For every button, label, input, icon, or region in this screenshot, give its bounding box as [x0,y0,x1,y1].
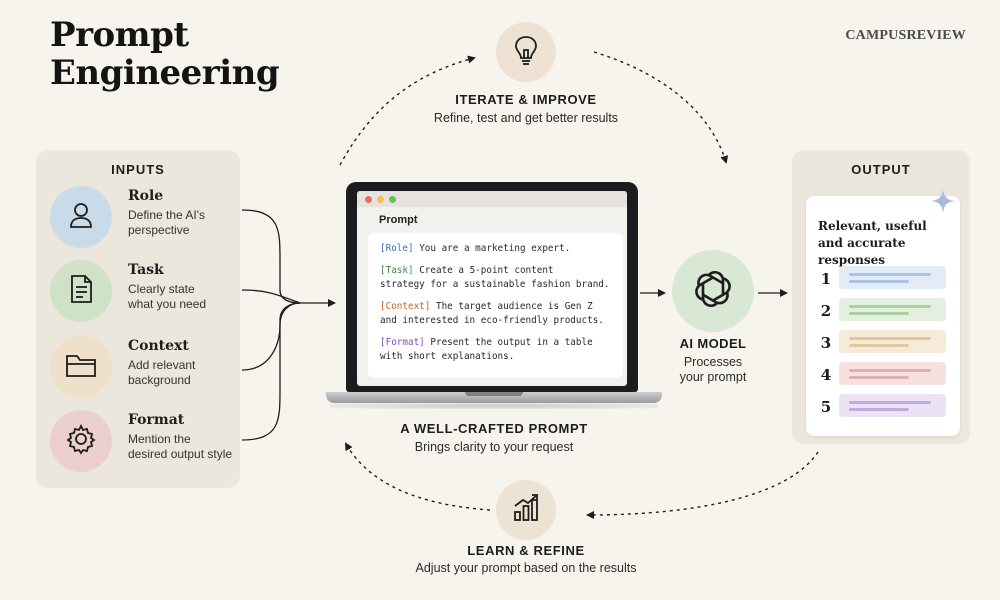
output-item-number: 5 [820,398,832,416]
prompt-line: [Role] You are a marketing expert. [380,243,571,254]
laptop-notch [465,392,523,396]
ai-model-circle [672,250,754,332]
connector-role [241,209,301,304]
gear-icon [65,423,97,460]
window-titlebar [357,191,627,207]
learn-subtitle: Adjust your prompt based on the results [415,561,637,575]
output-item-number: 1 [820,270,832,288]
context-icon-circle [50,336,112,398]
iterate-arrow-right [593,51,729,164]
laptop-subtitle: Brings clarity to your request [414,440,574,454]
minimize-dot-icon [377,196,384,203]
input-context-name: Context [128,338,189,354]
output-item-bar [839,330,946,353]
iterate-circle [496,22,556,82]
connector-task [241,289,301,304]
role-icon-circle [50,186,112,248]
prompt-line: and interested in eco-friendly products. [380,315,604,326]
task-icon-circle [50,260,112,322]
laptop-screen: Prompt [Role] You are a marketing expert… [357,191,627,386]
prompt-card: [Role] You are a marketing expert. [Task… [368,233,623,378]
sparkle-icon [931,189,955,213]
prompt-line: [Format] Present the output in a table [380,337,593,348]
iterate-subtitle: Refine, test and get better results [433,111,619,125]
bar-chart-icon [511,493,541,528]
input-task-name: Task [128,262,164,278]
prompt-label: Prompt [379,214,418,226]
output-item-number: 4 [820,366,832,384]
iterate-heading: ITERATE & IMPROVE [455,92,597,107]
title-line-2: Engineering [50,53,280,93]
learn-circle [496,480,556,540]
title-line-1: Prompt [50,15,189,55]
prompt-line: [Task] Create a 5-point content [380,265,554,276]
output-item-number: 2 [820,302,832,320]
inputs-heading: INPUTS [111,162,165,177]
prompt-line: with short explanations. [380,351,515,362]
learn-arrow-right [586,451,819,519]
prompt-line: strategy for a sustainable fashion brand… [380,279,610,290]
connector-format [241,302,301,441]
output-item-bar [839,394,946,417]
laptop-base [326,392,662,403]
learn-heading: LEARN & REFINE [467,543,585,558]
document-icon [68,274,94,309]
output-heading: OUTPUT [851,162,911,177]
laptop-shadow [330,403,658,409]
laptop-heading: A WELL-CRAFTED PROMPT [400,421,588,436]
maximize-dot-icon [389,196,396,203]
folder-icon [65,352,97,383]
output-item-number: 3 [820,334,832,352]
input-role-name: Role [128,188,164,204]
output-item-bar [839,362,946,385]
lightbulb-icon [512,34,540,71]
prompt-line: [Context] The target audience is Gen Z [380,301,593,312]
input-format-name: Format [128,412,185,428]
openai-logo-icon [689,265,737,318]
output-item-bar [839,266,946,289]
connector-context [241,302,301,371]
output-item-bar [839,298,946,321]
brand-logo: CAMPUSREVIEW [845,28,966,43]
page-title: Prompt Engineering [50,16,310,92]
person-icon [66,200,96,235]
ai-model-heading: AI MODEL [679,336,747,351]
format-icon-circle [50,410,112,472]
close-dot-icon [365,196,372,203]
